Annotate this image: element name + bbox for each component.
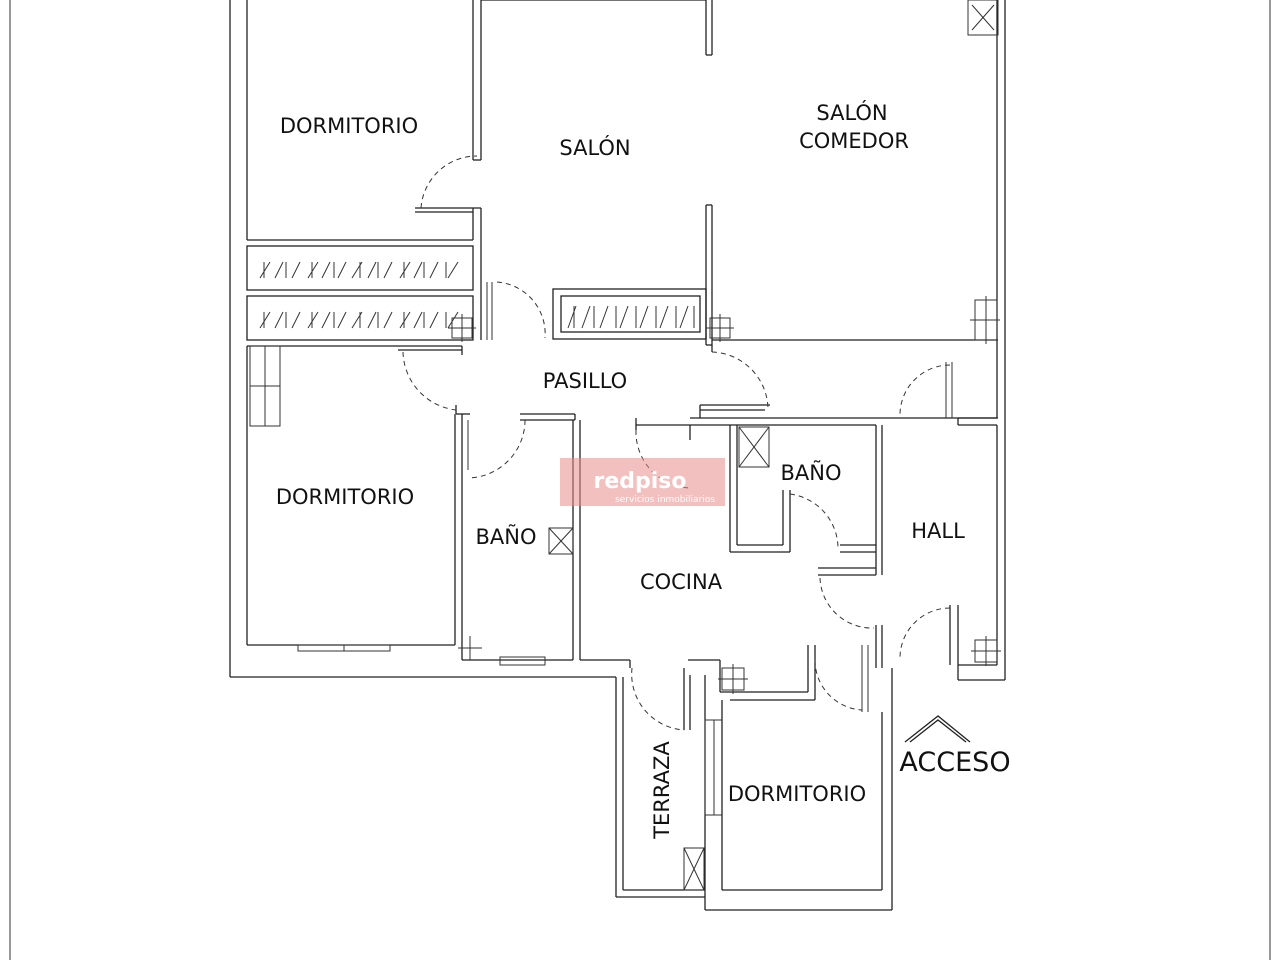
door-bathroom-left xyxy=(467,419,526,479)
watermark-logo: redpiso servicios inmobiliarios xyxy=(560,458,725,506)
outer-walls xyxy=(229,0,1006,681)
label-hall: HALL xyxy=(911,519,965,543)
terrace-walls xyxy=(615,668,723,910)
door-bedroom-top xyxy=(420,155,478,209)
salon-walls xyxy=(481,0,998,352)
label-salon: SALÓN xyxy=(559,135,630,160)
hall-walls xyxy=(875,605,1001,668)
label-bano-left: BAÑO xyxy=(475,523,536,549)
bathroom-right-walls xyxy=(729,425,876,553)
door-pasillo-left xyxy=(402,351,457,411)
label-bano-right: BAÑO xyxy=(780,459,841,485)
label-pasillo: PASILLO xyxy=(543,369,627,393)
closets-left xyxy=(246,245,476,342)
label-cocina: COCINA xyxy=(640,570,723,594)
door-hall-top xyxy=(899,364,951,416)
door-bedroom-bottom xyxy=(814,659,863,711)
door-pasillo-right xyxy=(711,351,769,409)
watermark-tagline: servicios inmobiliarios xyxy=(615,495,715,505)
access-arrow xyxy=(904,715,971,743)
window-top-right xyxy=(967,0,1000,344)
label-salon-comedor-line2: COMEDOR xyxy=(799,129,909,153)
bedroom-bottom-walls xyxy=(705,668,893,911)
door-kitchen-pasillo xyxy=(635,429,693,489)
door-salon-pasillo xyxy=(496,281,546,339)
kitchen-walls xyxy=(629,424,883,701)
label-dormitorio-bottom: DORMITORIO xyxy=(728,782,866,806)
door-kitchen-hall xyxy=(819,577,875,629)
bedroom-left-walls xyxy=(246,345,456,652)
watermark-brand: redpiso xyxy=(593,469,686,494)
label-terraza: TERRAZA xyxy=(650,741,674,840)
bedroom-top-walls xyxy=(246,0,482,340)
pasillo-walls xyxy=(247,345,998,430)
watermark-box xyxy=(560,458,725,506)
label-dormitorio-left: DORMITORIO xyxy=(276,485,414,509)
label-dormitorio-top: DORMITORIO xyxy=(280,114,418,138)
door-terrace xyxy=(631,667,685,731)
page-frame xyxy=(9,0,1271,960)
label-acceso: ACCESO xyxy=(899,747,1010,778)
label-salon-comedor-line1: SALÓN xyxy=(816,100,887,125)
door-entrance xyxy=(899,607,951,659)
door-bathroom-right xyxy=(789,493,839,551)
